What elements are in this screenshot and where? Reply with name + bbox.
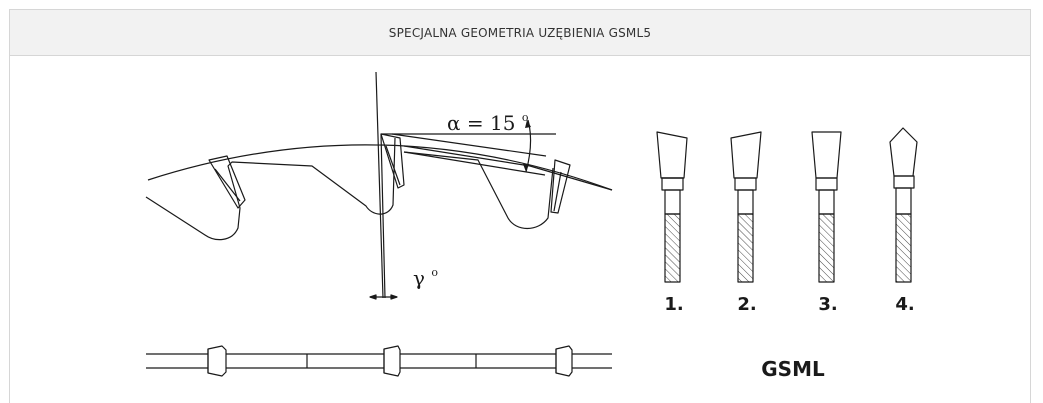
blade-gullet-2 <box>403 151 554 230</box>
clearance-line <box>391 133 547 157</box>
tooth-geometry-diagram: α = 15 o γ o 1. 2. 3. 4. <box>145 71 918 381</box>
alpha-label: α = 15 o <box>447 111 529 135</box>
tooth-variant-2 <box>730 131 762 283</box>
blade-top-view <box>146 345 612 377</box>
radial-reference-line <box>375 71 384 299</box>
hook-line <box>380 133 386 299</box>
variant-label-2: 2. <box>737 294 756 315</box>
blade-back-line <box>403 145 613 191</box>
tooth-center <box>380 133 405 189</box>
variant-label-1: 1. <box>664 294 683 315</box>
saw-teeth <box>208 133 571 214</box>
system-label: GSML <box>761 357 825 381</box>
tooth-variant-1 <box>656 131 688 283</box>
panel-header: SPECJALNA GEOMETRIA UZĘBIENIA GSML5 <box>10 10 1030 56</box>
variant-label-4: 4. <box>895 294 914 315</box>
tooth-right <box>550 159 571 214</box>
gamma-label: γ o <box>413 266 438 290</box>
blade-rim-arc <box>147 144 613 191</box>
tooth-variant-4 <box>889 127 918 283</box>
blade-back-line-inner <box>403 151 546 176</box>
blade-gullet-1 <box>145 137 396 241</box>
saw-blade-profile <box>145 137 613 241</box>
tooth-left <box>208 155 246 209</box>
geometry-panel: SPECJALNA GEOMETRIA UZĘBIENIA GSML5 <box>9 9 1031 403</box>
panel-title: SPECJALNA GEOMETRIA UZĘBIENIA GSML5 <box>388 25 652 40</box>
angle-annotations <box>369 71 556 300</box>
tooth-variant-3 <box>811 131 842 283</box>
variant-label-3: 3. <box>818 294 837 315</box>
